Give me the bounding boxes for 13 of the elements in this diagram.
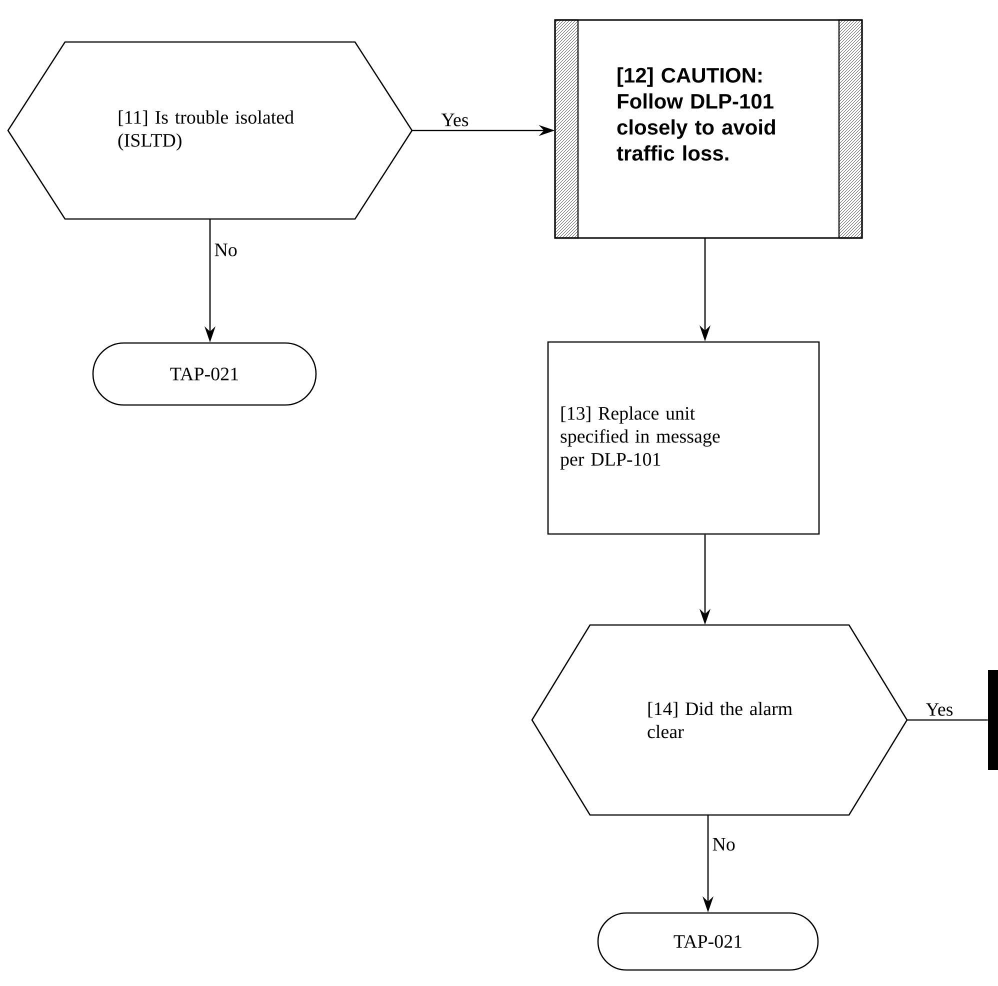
edge-label: Yes <box>924 702 954 717</box>
caution-box: [12] CAUTION: Follow DLP-101 closely to avoid traffic loss. <box>616 19 863 239</box>
process-box: [13] Replace unit specified in message per DLP-101 <box>547 341 820 535</box>
decision-hexagon: [14] Did the alarm clear <box>531 624 908 816</box>
caution-box <box>554 19 579 239</box>
terminal-box: TAP-021 <box>597 912 819 971</box>
connector-bar <box>988 670 998 770</box>
caution-box <box>554 19 863 239</box>
terminal-box: TAP-021 <box>92 342 317 406</box>
edge-label: No <box>213 242 238 258</box>
edge-label: Yes <box>440 112 470 128</box>
edge-label: No <box>711 837 736 852</box>
decision-hexagon: [11] Is trouble isolated (ISLTD) <box>7 41 413 220</box>
